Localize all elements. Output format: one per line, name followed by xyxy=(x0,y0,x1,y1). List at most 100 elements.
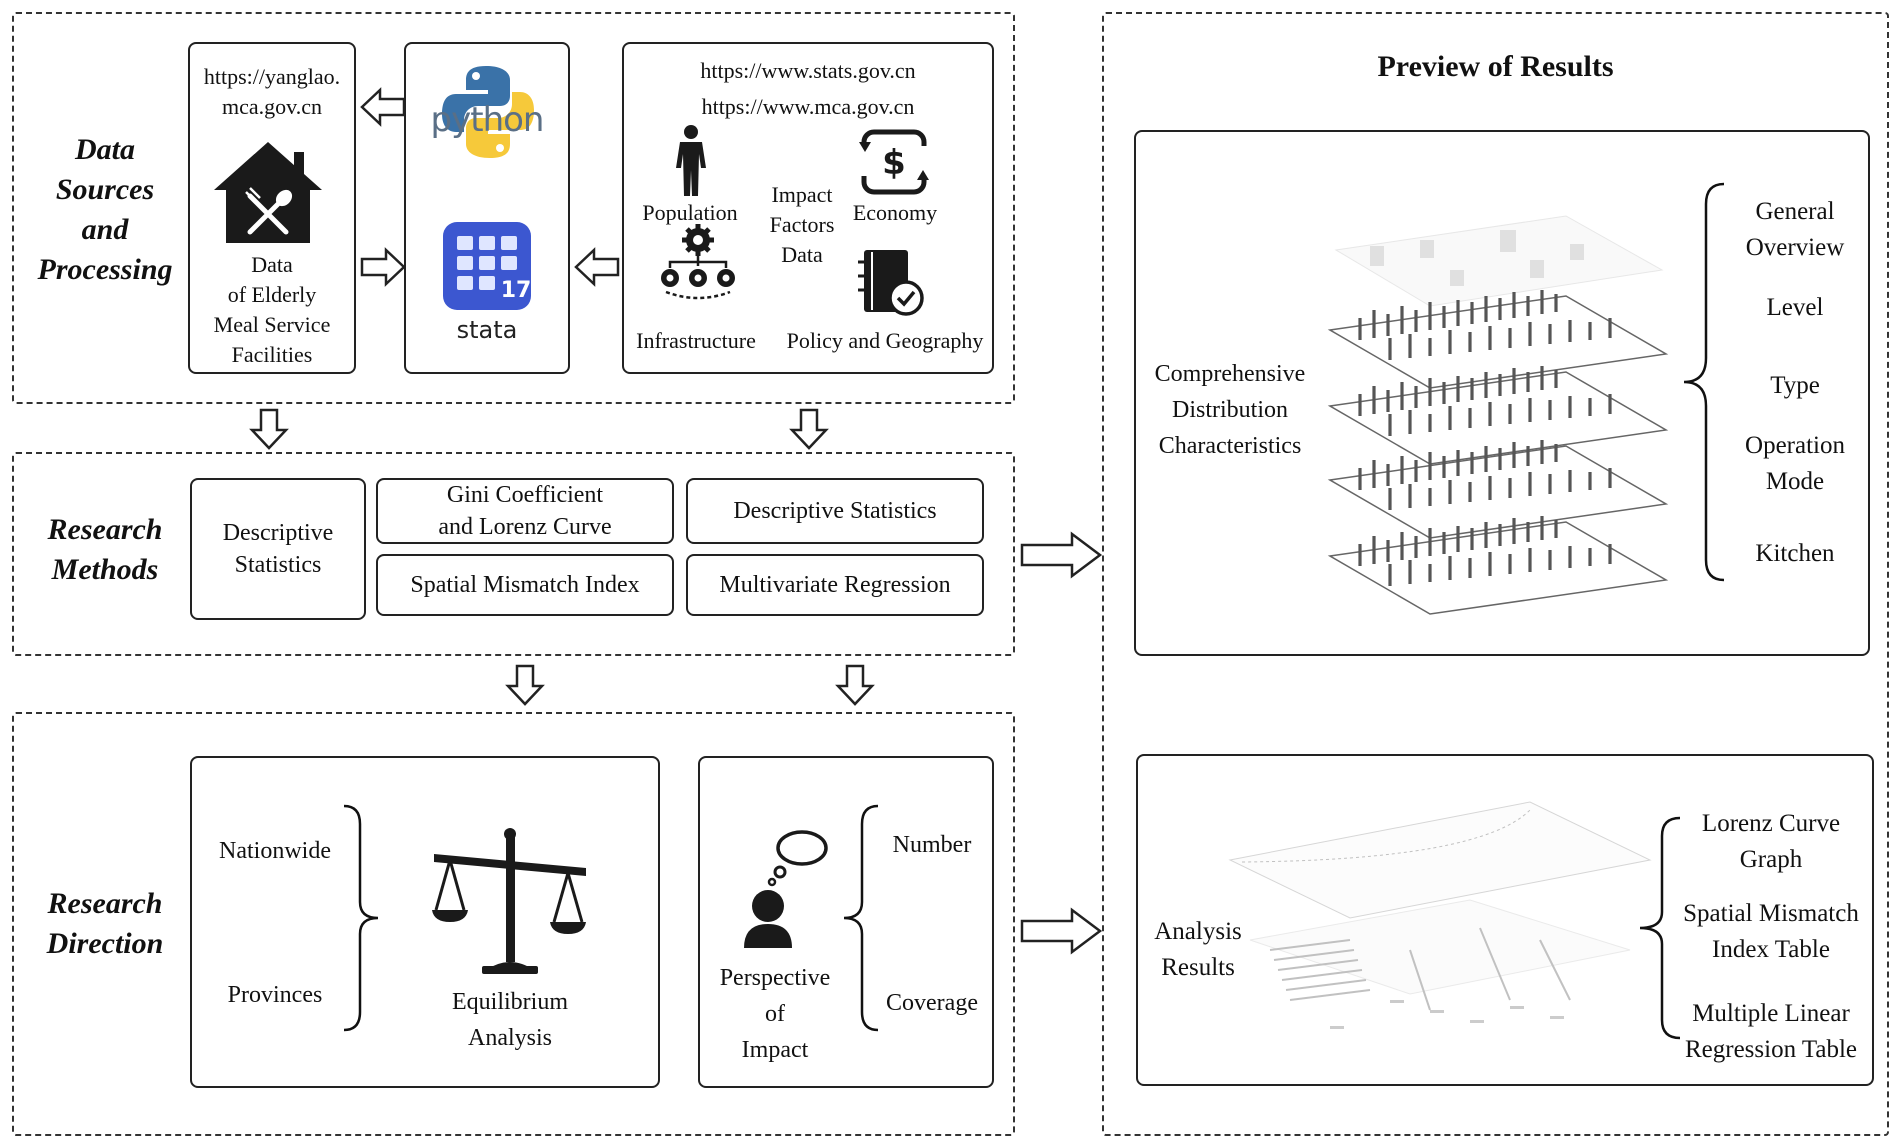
perspective-of-impact-label: Perspective of Impact xyxy=(700,960,850,1068)
panel1-left-line: Comprehensive xyxy=(1154,361,1306,387)
arrow-left-to-stata xyxy=(574,247,620,287)
arrow-down-4 xyxy=(835,664,875,706)
facility-label: Data of Elderly Meal Service Facilities xyxy=(188,250,356,370)
meal-house-icon xyxy=(214,142,322,243)
right-brace-panel2 xyxy=(1639,816,1681,1040)
method-line: Statistics xyxy=(234,552,322,578)
arrow-down-3 xyxy=(505,664,545,706)
panel2-item-mismatch-table: Spatial Mismatch Index Table xyxy=(1666,896,1876,968)
title-line: Research xyxy=(47,513,163,546)
panel2-left-line: Analysis xyxy=(1154,918,1242,945)
thinking-person-icon xyxy=(744,830,828,948)
item-line: Graph xyxy=(1739,846,1803,873)
panel1-left-line: Characteristics xyxy=(1158,433,1302,459)
title-line: Sources xyxy=(55,173,155,206)
url-line: mca.gov.cn xyxy=(222,94,322,119)
facility-label-line: Facilities xyxy=(231,342,313,367)
data-sources-title: Data Sources and Processing xyxy=(20,130,190,290)
facility-label-line: Meal Service xyxy=(213,312,331,337)
policy-notebook-icon xyxy=(858,250,924,316)
stats-url: https://www.stats.gov.cn xyxy=(700,58,916,83)
balance-scale-icon xyxy=(432,828,586,974)
title-line: Direction xyxy=(46,927,164,960)
provinces-label: Provinces xyxy=(227,982,323,1008)
python-logo-icon xyxy=(442,66,534,158)
facility-label-line: Data xyxy=(251,252,293,277)
method-label: Descriptive Statistics xyxy=(733,497,937,524)
arrow-right-to-preview-2 xyxy=(1020,907,1103,955)
panel1-item-general-overview: General Overview xyxy=(1720,194,1870,266)
facility-label-line: of Elderly xyxy=(227,282,317,307)
coverage-label: Coverage xyxy=(886,990,978,1016)
person-icon xyxy=(676,125,706,196)
facility-data-box xyxy=(188,42,356,374)
title-line: Processing xyxy=(37,253,173,286)
panel1-left-line: Distribution xyxy=(1171,397,1288,423)
item-line: Spatial Mismatch xyxy=(1683,900,1859,927)
stata-label: stata xyxy=(456,316,518,344)
impact-factors-center: Impact Factors Data xyxy=(752,180,852,270)
method-line: Gini Coefficient xyxy=(446,482,604,508)
stata-logo-icon xyxy=(443,222,531,310)
item-line: Multiple Linear xyxy=(1692,1000,1850,1027)
panel1-item-level: Level xyxy=(1766,294,1824,321)
research-methods-section xyxy=(12,452,1015,656)
preview-results-section xyxy=(1102,12,1889,1136)
preview-title: Preview of Results xyxy=(1377,50,1614,83)
item-line: Mode xyxy=(1765,468,1825,495)
panel1-item-kitchen: Kitchen xyxy=(1755,540,1835,567)
panel2-item-regression-table: Multiple Linear Regression Table xyxy=(1666,996,1876,1068)
equilibrium-analysis-label: Equilibrium Analysis xyxy=(430,984,590,1056)
method-line: Descriptive xyxy=(222,520,334,546)
data-sources-section xyxy=(12,12,1015,404)
stata-version: 17 xyxy=(500,278,532,303)
infrastructure-gears-icon xyxy=(661,224,735,300)
item-line: General xyxy=(1755,198,1835,225)
arrow-down-1 xyxy=(249,408,289,450)
nationwide-label: Nationwide xyxy=(219,838,331,864)
impact-line: Impact xyxy=(771,182,833,207)
number-label: Number xyxy=(892,832,972,858)
svg-text:$: $ xyxy=(882,143,906,183)
perspective-line: Impact xyxy=(741,1037,809,1063)
chart-layer xyxy=(1327,290,1669,389)
research-direction-section xyxy=(12,712,1015,1136)
panel2-left-line: Results xyxy=(1161,954,1235,981)
policy-geography-label: Policy and Geography xyxy=(786,328,984,353)
perspective-line: of xyxy=(765,1001,785,1027)
item-line: Index Table xyxy=(1712,936,1830,963)
spatial-mismatch-box: Spatial Mismatch Index xyxy=(376,554,674,616)
population-label: Population xyxy=(642,200,738,225)
arrow-right-to-stata xyxy=(360,247,406,287)
perspective-line: Perspective xyxy=(719,965,831,991)
multivariate-regression-box: Multivariate Regression xyxy=(686,554,984,616)
comprehensive-distribution-label: Comprehensive Distribution Characteristi… xyxy=(1136,356,1324,464)
title-line: and xyxy=(81,213,129,246)
impact-line: Factors xyxy=(769,212,835,237)
method-label: Multivariate Regression xyxy=(719,571,951,598)
descriptive-statistics-right-box: Descriptive Statistics xyxy=(686,478,984,544)
economy-label: Economy xyxy=(852,200,938,225)
item-line: Overview xyxy=(1745,234,1845,261)
arrow-down-2 xyxy=(789,408,829,450)
impact-factors-box xyxy=(622,42,994,374)
python-label: python xyxy=(430,100,545,140)
right-brace-panel1 xyxy=(1683,182,1725,582)
gini-lorenz-box: Gini Coefficient and Lorenz Curve xyxy=(376,478,674,544)
method-label: Spatial Mismatch Index xyxy=(410,571,640,598)
perspective-box xyxy=(698,756,994,1088)
item-line: Lorenz Curve xyxy=(1701,810,1841,837)
stacked-chart-thumbnails xyxy=(1327,215,1669,616)
arrow-right-to-preview-1 xyxy=(1020,531,1103,579)
analysis-thumbnails xyxy=(1228,801,1652,1029)
equilibrium-line: Equilibrium xyxy=(452,989,568,1015)
panel2-item-lorenz-graph: Lorenz Curve Graph xyxy=(1672,806,1870,878)
arrow-left-to-facility xyxy=(360,87,406,127)
impact-line: Data xyxy=(781,242,823,267)
panel1-item-type: Type xyxy=(1770,372,1820,399)
descriptive-statistics-left-box: Descriptive Statistics xyxy=(190,478,366,620)
research-direction-title: Research Direction xyxy=(20,884,190,964)
method-line: and Lorenz Curve xyxy=(438,514,612,540)
economy-dollar-icon: $ xyxy=(858,129,930,195)
item-line: Regression Table xyxy=(1684,1036,1858,1063)
